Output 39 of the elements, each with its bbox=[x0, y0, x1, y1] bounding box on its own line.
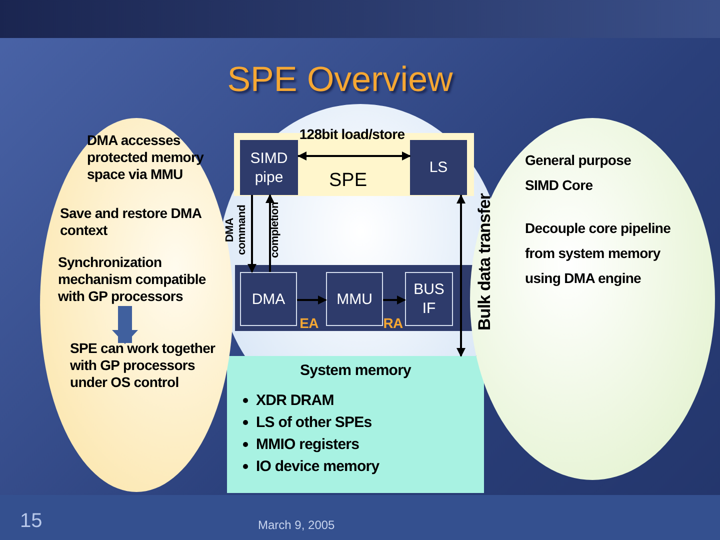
block-label: LS bbox=[429, 158, 448, 177]
edge-label: Bulk data transfer bbox=[474, 194, 496, 330]
unit-panel bbox=[235, 265, 474, 331]
description-text: Save and restore DMA context bbox=[60, 205, 202, 239]
arrow bbox=[297, 296, 327, 304]
memory-box bbox=[227, 356, 484, 493]
unit-box bbox=[410, 140, 467, 195]
list-item: XDR DRAM bbox=[256, 390, 334, 410]
block-arrow bbox=[112, 306, 138, 344]
title: SPE Overview bbox=[226, 59, 454, 101]
unit-box bbox=[240, 272, 297, 326]
block-label: MMU bbox=[336, 290, 372, 308]
description-text: General purpose SIMD Core bbox=[525, 151, 632, 195]
block-label: SIMD pipe bbox=[249, 148, 289, 186]
edge-label: DMA command bbox=[224, 204, 248, 256]
list-item: IO device memory bbox=[256, 456, 380, 476]
arrow bbox=[266, 194, 274, 272]
edge-label: EA bbox=[300, 314, 318, 332]
block-label: BUS IF bbox=[412, 280, 446, 318]
heading: System memory bbox=[300, 361, 412, 381]
unit-box bbox=[240, 140, 298, 195]
date-text: March 9, 2005 bbox=[258, 517, 335, 534]
block-label: DMA bbox=[252, 290, 286, 308]
edge-label: 128bit load/store bbox=[299, 126, 405, 142]
arrow bbox=[248, 195, 256, 273]
edge-label: RA bbox=[383, 314, 403, 332]
edge-label: completion bbox=[269, 202, 281, 258]
slide-number: 15 bbox=[20, 509, 42, 534]
component-label: SPE bbox=[329, 169, 368, 193]
description-text: SPE can work together with GP processors under OS control bbox=[70, 340, 216, 391]
description-text: Synchronization mechanism compatible with GP processors bbox=[58, 254, 207, 305]
list-item: LS of other SPEs bbox=[256, 412, 372, 432]
arrow bbox=[383, 296, 406, 304]
list-item: MMIO registers bbox=[256, 434, 360, 454]
unit-box bbox=[326, 272, 383, 326]
unit-box bbox=[405, 272, 453, 326]
description-text: Decouple core pipeline from system memory using DMA engine bbox=[525, 219, 672, 288]
arrow bbox=[298, 152, 411, 160]
arrow bbox=[456, 194, 466, 357]
